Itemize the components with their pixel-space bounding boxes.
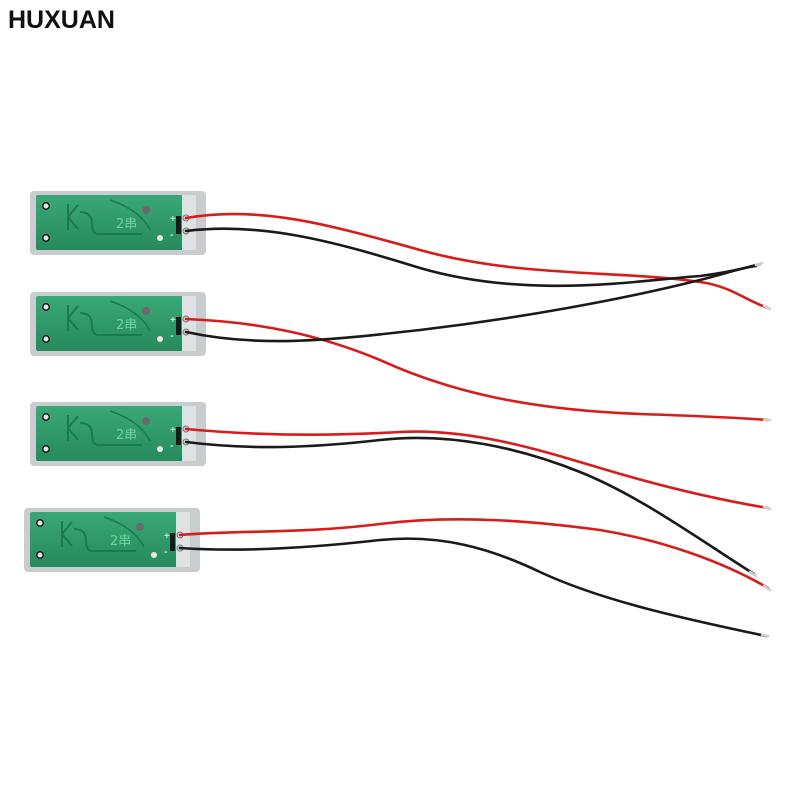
board-3-red-wire: [184, 427, 770, 510]
board-2-pcb: [36, 296, 190, 351]
board-1-black-wire: [184, 227, 762, 288]
board-1-pcb: [36, 195, 190, 250]
board-4-black-wire: [178, 537, 768, 638]
board-2-minus-label: -: [170, 330, 174, 342]
board-4-minus-label: -: [164, 546, 168, 558]
board-2-plus-label: +: [170, 315, 176, 326]
board-3-plus-label: +: [170, 425, 176, 436]
board-3-black-wire: [184, 436, 756, 576]
board-3-minus-label: -: [170, 440, 174, 452]
board-2-red-wire: [184, 317, 770, 422]
board-3-silk-text: 2串: [116, 428, 137, 443]
board-1-minus-label: -: [170, 229, 174, 241]
board-4-plus-label: +: [164, 531, 170, 542]
brand-watermark: HUXUAN: [8, 6, 115, 34]
indicator-board-3: 2串 + -: [30, 402, 206, 466]
board-4-red-wire: [178, 518, 770, 590]
board-1-plus-label: +: [170, 214, 176, 225]
wire-bundle: [178, 212, 772, 638]
board-1-red-wire: [184, 212, 770, 310]
board-2-silk-text: 2串: [116, 318, 137, 333]
indicator-board-2: 2串 + -: [30, 292, 206, 356]
board-3-pcb: [36, 406, 190, 461]
board-2-black-wire: [184, 264, 758, 343]
wire-tips: [748, 261, 772, 638]
indicator-board-4: 2串 + -: [24, 508, 200, 572]
indicator-board-1: 2串 + -: [30, 191, 206, 255]
board-4-silk-text: 2串: [110, 534, 131, 549]
board-1-silk-text: 2串: [116, 217, 137, 232]
board-4-pcb: [30, 512, 184, 567]
